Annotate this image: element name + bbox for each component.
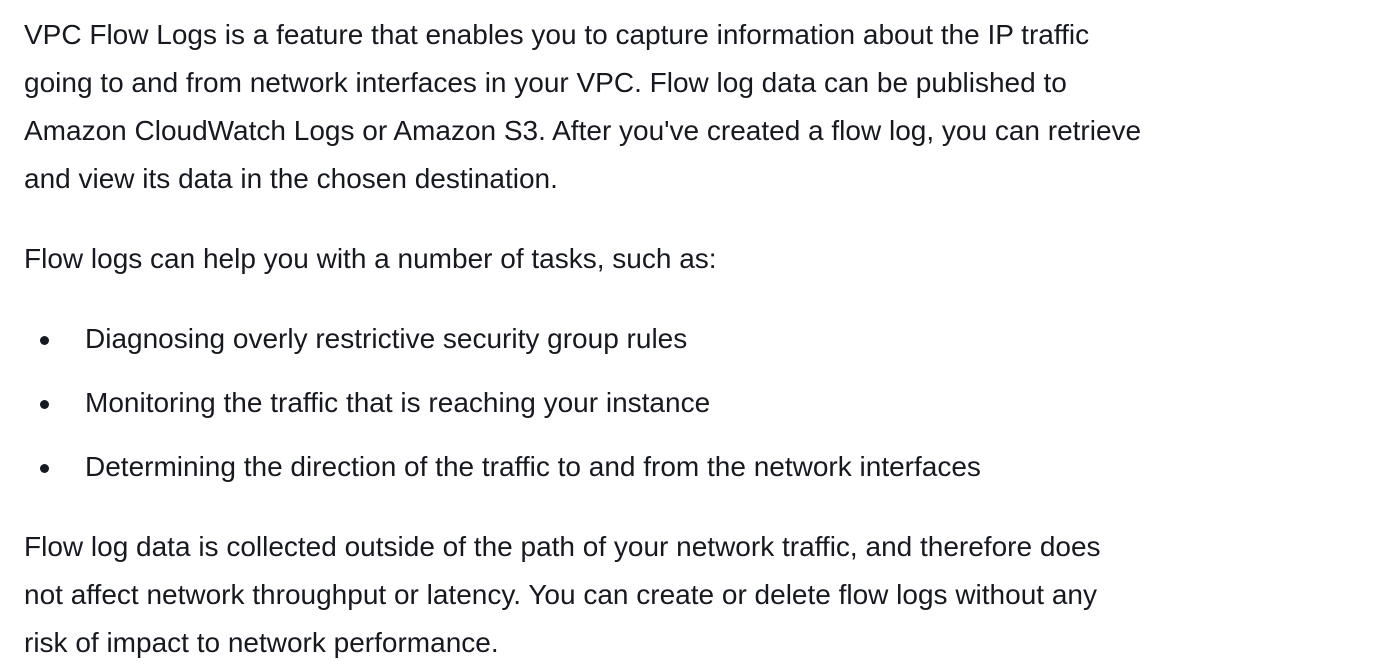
intro-paragraph: VPC Flow Logs is a feature that enables … [24,11,1141,203]
bullet-icon [40,336,49,345]
text-line: Flow logs can help you with a number of … [24,243,717,274]
list-item-text: Determining the direction of the traffic… [85,451,981,482]
text-line: risk of impact to network performance. [24,627,499,658]
tasks-intro-paragraph: Flow logs can help you with a number of … [24,235,717,283]
text-line: Flow log data is collected outside of th… [24,531,1101,562]
list-item-text: Monitoring the traffic that is reaching … [85,387,711,418]
list-item: Monitoring the traffic that is reaching … [0,371,981,435]
list-item-text: Diagnosing overly restrictive security g… [85,323,688,354]
bullet-icon [40,400,49,409]
text-line: VPC Flow Logs is a feature that enables … [24,19,1090,50]
tasks-list: Diagnosing overly restrictive security g… [0,307,981,499]
list-item: Diagnosing overly restrictive security g… [0,307,981,371]
text-line: not affect network throughput or latency… [24,579,1097,610]
text-line: and view its data in the chosen destinat… [24,163,558,194]
list-item: Determining the direction of the traffic… [0,435,981,499]
bullet-icon [40,464,49,473]
closing-paragraph: Flow log data is collected outside of th… [24,523,1101,667]
text-line: going to and from network interfaces in … [24,67,1067,98]
text-line: Amazon CloudWatch Logs or Amazon S3. Aft… [24,115,1142,146]
